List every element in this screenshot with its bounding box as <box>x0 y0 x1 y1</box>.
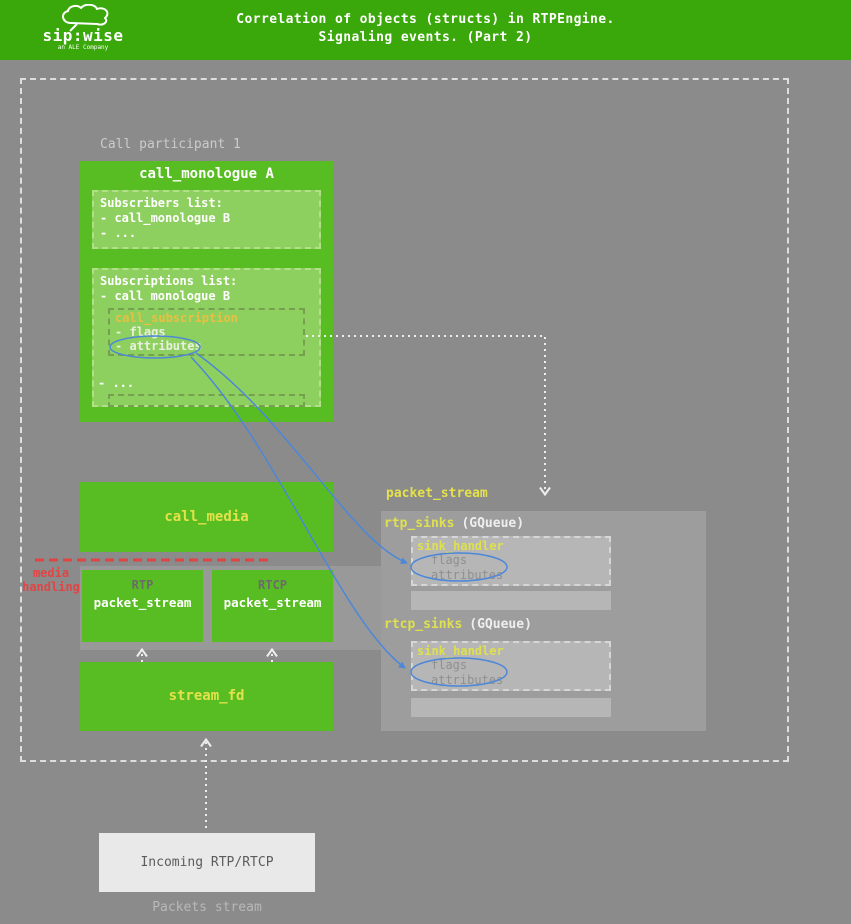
rtcp-sink-handler-flags: flags <box>431 658 468 672</box>
rtp-sinks-heading: rtp_sinks (GQueue) <box>384 516 524 531</box>
call-participant-label: Call participant 1 <box>100 137 241 152</box>
media-handling-label: media handling <box>20 566 82 594</box>
rtcp-sink-handler-attributes: attributes <box>431 673 504 687</box>
rtp-label: RTP <box>131 578 154 592</box>
media-handling-line2: handling <box>22 580 80 594</box>
rtcp-packet-stream-title: packet_stream <box>223 595 322 610</box>
cloud-icon <box>62 4 109 32</box>
subscribers-title: Subscribers list: <box>100 196 223 210</box>
subscribers-list-box: Subscribers list: - call_monologue B - .… <box>92 190 321 249</box>
rtcp-sink-handler-title: sink_handler <box>417 644 504 658</box>
stream-fd-title: stream_fd <box>168 688 245 704</box>
subscribers-item: - call_monologue B <box>100 211 231 225</box>
brand-subtitle: an ALE Company <box>57 44 109 51</box>
right-packet-stream-label: packet_stream <box>386 486 488 501</box>
subscriptions-item: - call monologue B <box>100 289 231 303</box>
diagram-frame <box>20 78 789 762</box>
call-media-title: call_media <box>164 509 249 525</box>
rtp-sink-handler-title: sink_handler <box>417 539 504 553</box>
call-subscription-attributes: - attributes <box>115 339 202 353</box>
packets-stream-label: Packets stream <box>152 900 262 915</box>
rtp-packet-stream-box: RTP packet_stream <box>82 570 203 642</box>
rtcp-sinks-heading: rtcp_sinks (GQueue) <box>384 617 532 632</box>
rtp-sink-handler-box: sink_handler flags attributes <box>411 536 611 586</box>
subscription-placeholder-box <box>108 394 305 407</box>
page-title: Correlation of objects (structs) in RTPE… <box>0 11 851 47</box>
call-subscription-box: call_subscription - flags - attributes <box>108 308 305 356</box>
rtcp-packet-stream-box: RTCP packet_stream <box>212 570 333 642</box>
rtp-sinks-name: rtp_sinks <box>384 516 455 531</box>
subscriptions-more-label: - ... <box>98 376 135 390</box>
subscriptions-title: Subscriptions list: <box>100 274 238 288</box>
page-title-line2: Signaling events. (Part 2) <box>318 30 533 45</box>
media-handling-line1: media <box>32 566 70 580</box>
rtp-sink-handler-attributes: attributes <box>431 568 504 582</box>
stream-fd-box: stream_fd <box>80 662 333 731</box>
rtp-sink-handler-flags: flags <box>431 553 468 567</box>
rtcp-sinks-name: rtcp_sinks <box>384 617 463 632</box>
incoming-rtp-rtcp-box: Incoming RTP/RTCP <box>99 833 315 892</box>
rtcp-label: RTCP <box>258 578 287 592</box>
sipwise-logo: sip:wise an ALE Company <box>33 4 133 55</box>
page-title-line1: Correlation of objects (structs) in RTPE… <box>236 12 615 27</box>
rtcp-sinks-type: (GQueue) <box>469 617 532 632</box>
rtp-sinks-type: (GQueue) <box>461 516 525 531</box>
subscribers-item-more: - ... <box>100 226 137 240</box>
rtcp-sink-handler-box: sink_handler flags attributes <box>411 641 611 691</box>
call-subscription-flags: - flags <box>115 325 166 339</box>
call-media-box: call_media <box>80 482 333 552</box>
call-monologue-title: call_monologue A <box>139 166 274 182</box>
brand-name: sip:wise <box>42 26 124 45</box>
rtp-sink-placeholder-box <box>411 591 611 610</box>
call-subscription-title: call_subscription <box>115 311 238 325</box>
header-bar: sip:wise an ALE Company Correlation of o… <box>0 0 851 60</box>
rtcp-sink-placeholder-box <box>411 698 611 717</box>
rtp-packet-stream-title: packet_stream <box>93 595 192 610</box>
